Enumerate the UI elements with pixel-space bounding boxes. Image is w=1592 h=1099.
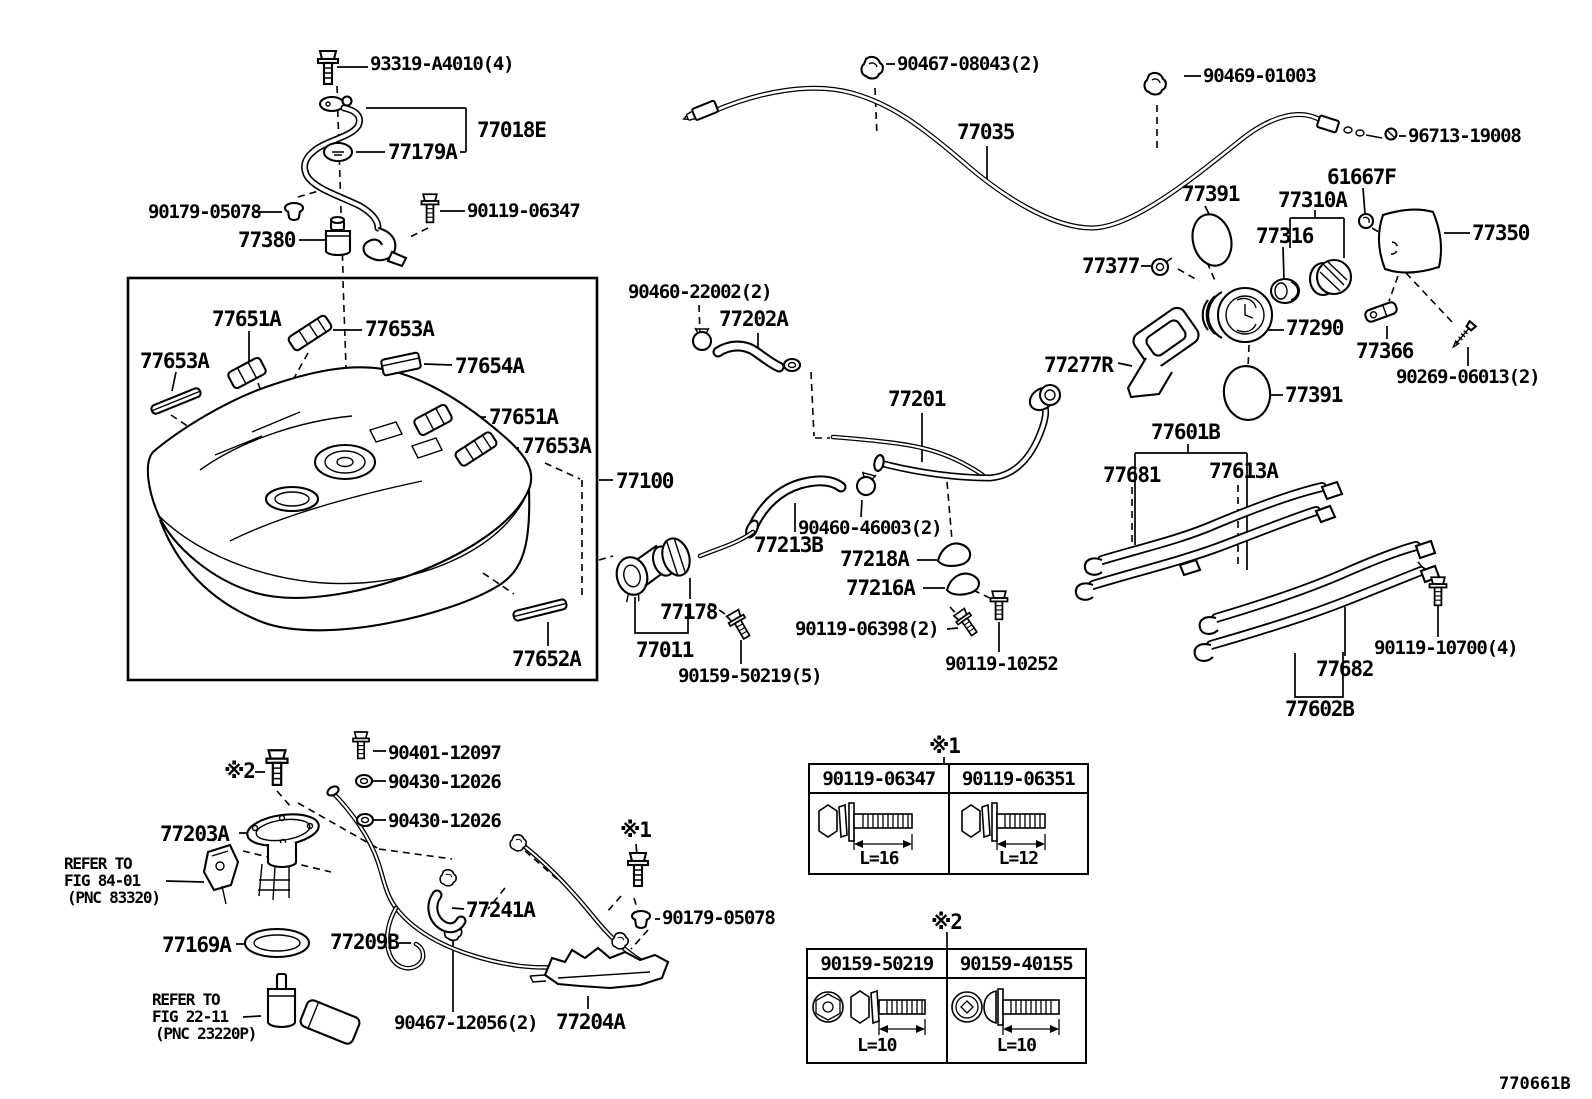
label-90460-22002: 90460-22002(2) bbox=[628, 281, 773, 303]
figure-code: 770661B bbox=[1499, 1074, 1571, 1094]
label-ref1-table: ※1 bbox=[929, 734, 961, 758]
label-90401-12097: 90401-12097 bbox=[388, 742, 502, 764]
label-77377: 77377 bbox=[1082, 254, 1140, 278]
grommet-96713 bbox=[1384, 127, 1398, 141]
label-77169a: 77169A bbox=[162, 933, 232, 957]
label-77653a-top: 77653A bbox=[365, 317, 435, 341]
label-90269-06013: 90269-06013(2) bbox=[1396, 366, 1541, 388]
bolt-spec-table-2: 90159-50219 90159-40155 L=10 bbox=[806, 948, 1087, 1064]
label-77653a-left: 77653A bbox=[140, 349, 210, 373]
note-fig84-line1: REFER TO bbox=[64, 854, 133, 873]
note-fig22-line1: REFER TO bbox=[152, 990, 221, 1009]
note-fig84-line3: (PNC 83320) bbox=[67, 888, 161, 907]
bolt-spec-table-1: 90119-06347 90119-06351 L=16 bbox=[808, 763, 1089, 875]
release-cable bbox=[682, 55, 1398, 231]
label-77651a-right: 77651A bbox=[489, 405, 559, 429]
label-77213b: 77213B bbox=[754, 533, 824, 557]
label-77350: 77350 bbox=[1472, 221, 1530, 245]
table2-dim-left: L=10 bbox=[857, 1035, 897, 1056]
table1-cell-left: L=16 bbox=[810, 794, 948, 873]
label-77366: 77366 bbox=[1356, 339, 1414, 363]
label-ref2-bolt: ※2 bbox=[224, 759, 256, 783]
bolt-drawing-06347 bbox=[817, 802, 913, 850]
label-77391-upper: 77391 bbox=[1182, 182, 1240, 206]
label-90119-10252: 90119-10252 bbox=[945, 653, 1059, 675]
label-90467-12056: 90467-12056(2) bbox=[394, 1012, 539, 1034]
label-77209b: 77209B bbox=[330, 930, 400, 954]
label-77100: 77100 bbox=[616, 469, 674, 493]
label-77011: 77011 bbox=[636, 638, 694, 662]
label-77601b: 77601B bbox=[1151, 420, 1221, 444]
label-90460-46003: 90460-46003(2) bbox=[798, 517, 943, 539]
label-90119-06398: 90119-06398(2) bbox=[795, 618, 940, 640]
label-77241a: 77241A bbox=[466, 898, 536, 922]
label-77179a: 77179A bbox=[388, 140, 458, 164]
label-93319-a4010: 93319-A4010(4) bbox=[370, 53, 515, 75]
label-90430-12026-a: 90430-12026 bbox=[388, 771, 502, 793]
label-90430-12026-b: 90430-12026 bbox=[388, 810, 502, 832]
tank-straps bbox=[1074, 480, 1448, 662]
label-90119-10700: 90119-10700(4) bbox=[1374, 637, 1519, 659]
label-ref1-bolt: ※1 bbox=[620, 818, 652, 842]
label-77218a: 77218A bbox=[840, 547, 910, 571]
label-90467-08043: 90467-08043(2) bbox=[897, 53, 1042, 75]
pump-sender-assembly bbox=[202, 731, 670, 1045]
table2-part-right: 90159-40155 bbox=[945, 950, 1086, 977]
table2-dim-right: L=10 bbox=[996, 1035, 1037, 1056]
label-77178: 77178 bbox=[660, 600, 718, 624]
label-77216a: 77216A bbox=[846, 576, 916, 600]
label-77277r: 77277R bbox=[1044, 353, 1114, 377]
table1-dim-left: L=16 bbox=[859, 848, 899, 869]
note-fig22-line3: (PNC 23220P) bbox=[155, 1024, 257, 1043]
label-77204a: 77204A bbox=[556, 1010, 626, 1034]
bolt-drawing-50219 bbox=[811, 989, 926, 1035]
canister-77380 bbox=[324, 215, 352, 257]
label-77391-lower: 77391 bbox=[1285, 383, 1343, 407]
label-77682: 77682 bbox=[1316, 657, 1374, 681]
label-77203a: 77203A bbox=[160, 822, 230, 846]
label-77201: 77201 bbox=[888, 387, 946, 411]
label-90119-06347: 90119-06347 bbox=[467, 200, 581, 222]
table2-part-left: 90159-50219 bbox=[820, 953, 934, 975]
label-90179-05078-b: 90179-05078 bbox=[662, 907, 776, 929]
label-ref2-table: ※2 bbox=[931, 910, 963, 934]
label-90159-50219: 90159-50219(5) bbox=[678, 665, 823, 687]
label-77018e: 77018E bbox=[477, 118, 547, 142]
label-77681: 77681 bbox=[1103, 463, 1161, 487]
label-77652a: 77652A bbox=[512, 647, 582, 671]
filler-pipe-assembly bbox=[615, 326, 1062, 643]
label-90469-01003: 90469-01003 bbox=[1203, 65, 1317, 87]
label-90179-05078: 90179-05078 bbox=[148, 201, 262, 223]
table2-cell-right: L=10 bbox=[945, 979, 1086, 1062]
table1-part-left: 90119-06347 bbox=[822, 768, 936, 790]
note-fig84-line2: FIG 84-01 bbox=[64, 871, 141, 890]
label-77380: 77380 bbox=[238, 228, 296, 252]
vent-tube-assembly bbox=[283, 49, 440, 268]
label-77653a-right: 77653A bbox=[522, 434, 592, 458]
label-77035: 77035 bbox=[957, 120, 1015, 144]
label-77613a: 77613A bbox=[1209, 459, 1279, 483]
label-77316: 77316 bbox=[1256, 224, 1314, 248]
label-96713-19008: 96713-19008 bbox=[1408, 125, 1522, 147]
grommet-77377 bbox=[1150, 257, 1173, 277]
label-77310a: 77310A bbox=[1278, 188, 1348, 212]
table1-cell-right: L=12 bbox=[947, 794, 1088, 873]
table2-cell-left: L=10 bbox=[808, 979, 946, 1062]
bolt-drawing-06351 bbox=[961, 802, 1047, 850]
label-77202a: 77202A bbox=[719, 307, 789, 331]
table1-dim-right: L=12 bbox=[998, 848, 1039, 869]
fuel-tank-box bbox=[126, 276, 599, 682]
label-77602b: 77602B bbox=[1285, 697, 1355, 721]
label-77290: 77290 bbox=[1286, 316, 1344, 340]
label-77654a: 77654A bbox=[455, 354, 525, 378]
label-77651a-top: 77651A bbox=[212, 307, 282, 331]
label-61667f: 61667F bbox=[1327, 165, 1397, 189]
table1-part-right: 90119-06351 bbox=[947, 765, 1088, 792]
filler-cap-cluster bbox=[1126, 208, 1478, 421]
note-fig22-line2: FIG 22-11 bbox=[152, 1007, 229, 1026]
bolt-drawing-40155 bbox=[951, 988, 1061, 1035]
